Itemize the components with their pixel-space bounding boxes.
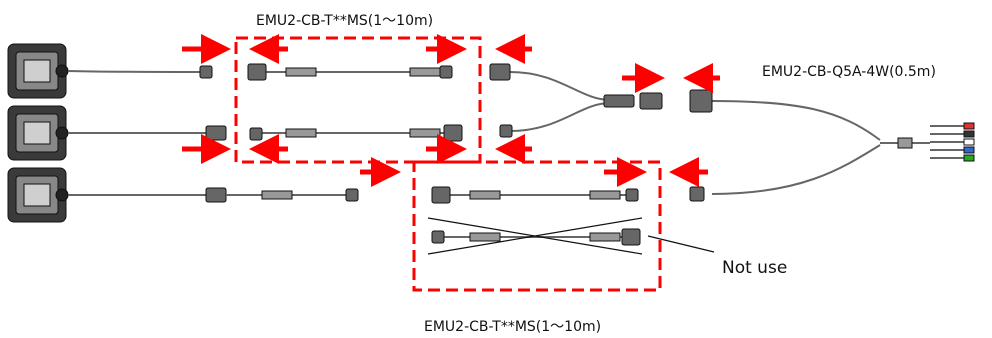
not-use-cross <box>427 217 715 255</box>
not-use-label: Not use <box>722 258 788 278</box>
bottom-extension-connectors <box>431 186 641 246</box>
split-cable-label: EMU2-CB-Q5A-4W(0.5m) <box>762 64 936 80</box>
sensor-3-extension-connector <box>261 188 359 202</box>
split-cable-connectors <box>689 89 913 202</box>
top-cable-label: EMU2-CB-T**MS(1～10m) <box>256 13 434 29</box>
sensor-unit-3 <box>7 167 69 223</box>
y-merge-connectors <box>489 63 663 138</box>
top-dashed-box <box>234 36 482 164</box>
red-arrows <box>182 34 720 187</box>
bottom-dashed-box <box>412 160 662 292</box>
sensor-unit-1 <box>7 43 69 99</box>
sensor-leads <box>67 70 206 196</box>
top-extension-connectors <box>247 63 463 142</box>
split-cable <box>711 100 968 195</box>
top-extension-cables <box>262 71 448 134</box>
bottom-cable-label: EMU2-CB-T**MS(1～10m) <box>424 319 602 335</box>
y-merge-cable <box>509 71 662 132</box>
sensor-unit-2 <box>7 105 69 161</box>
bottom-extension-cables <box>444 194 630 238</box>
terminal-fork <box>963 122 975 162</box>
